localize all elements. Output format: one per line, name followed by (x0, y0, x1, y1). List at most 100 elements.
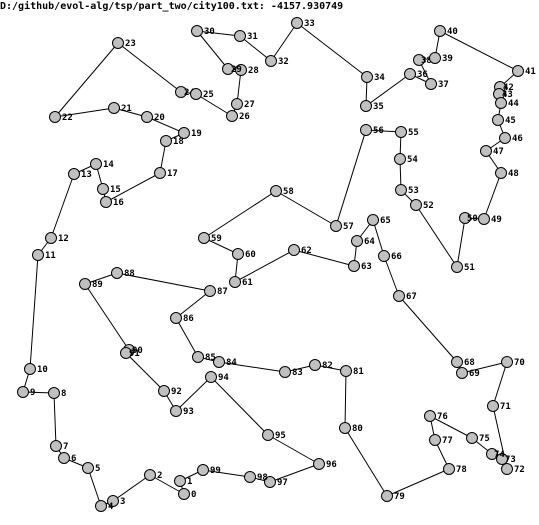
city-node-62 (288, 244, 300, 256)
city-node-96 (313, 458, 325, 470)
city-node-48 (495, 167, 507, 179)
city-label-45: 45 (505, 116, 516, 126)
tour-edge (87, 467, 102, 507)
city-label-10: 10 (37, 365, 48, 375)
tour-edge (196, 30, 229, 70)
city-node-63 (348, 260, 360, 272)
city-node-24 (175, 86, 187, 98)
city-label-12: 12 (58, 234, 69, 244)
city-label-83: 83 (292, 368, 303, 378)
city-node-70 (501, 356, 513, 368)
city-node-51 (451, 261, 463, 273)
city-node-86 (170, 312, 182, 324)
city-label-56: 56 (373, 126, 384, 136)
tour-edge (372, 219, 385, 257)
tour-edge (429, 415, 473, 439)
city-label-23: 23 (125, 39, 136, 49)
city-label-87: 87 (217, 287, 228, 297)
city-node-35 (360, 100, 372, 112)
tour-edge (344, 370, 347, 429)
city-label-60: 60 (245, 250, 256, 260)
tour-edge (365, 73, 411, 107)
city-label-2: 2 (157, 471, 162, 481)
city-node-7 (50, 440, 62, 452)
city-label-52: 52 (423, 201, 434, 211)
tour-edge (203, 190, 277, 239)
tour-edge (175, 376, 212, 412)
tour-edge (125, 352, 165, 392)
city-node-87 (204, 285, 216, 297)
tour-edge (461, 361, 508, 374)
city-label-17: 17 (167, 169, 178, 179)
city-label-21: 21 (121, 104, 132, 114)
city-node-25 (190, 88, 202, 100)
city-node-5 (82, 462, 94, 474)
city-node-94 (205, 371, 217, 383)
city-node-31 (234, 30, 246, 42)
city-label-89: 89 (92, 280, 103, 290)
city-label-14: 14 (103, 160, 114, 170)
city-label-79: 79 (394, 492, 405, 502)
city-node-41 (512, 65, 524, 77)
city-label-85: 85 (205, 353, 216, 363)
city-node-61 (229, 276, 241, 288)
city-node-8 (48, 387, 60, 399)
city-nodes: 0123456789101112131415161718192021222324… (17, 17, 536, 512)
city-label-66: 66 (391, 252, 402, 262)
city-node-1 (174, 475, 186, 487)
city-node-64 (351, 235, 363, 247)
city-label-92: 92 (171, 387, 182, 397)
tour-edge (53, 392, 57, 447)
city-label-70: 70 (514, 358, 525, 368)
tour-edge (296, 22, 368, 78)
city-label-5: 5 (95, 464, 100, 474)
city-label-30: 30 (204, 27, 215, 37)
tour-edge (383, 255, 400, 297)
tour-edge (54, 42, 119, 118)
city-label-84: 84 (226, 358, 237, 368)
city-node-37 (425, 78, 437, 90)
city-label-57: 57 (343, 222, 354, 232)
city-node-79 (381, 490, 393, 502)
city-node-21 (108, 102, 120, 114)
city-label-50: 50 (467, 214, 478, 224)
city-label-24: 24 (184, 88, 195, 98)
city-node-2 (144, 469, 156, 481)
city-label-78: 78 (456, 465, 467, 475)
tour-edge (117, 42, 182, 93)
city-label-28: 28 (248, 66, 259, 76)
city-label-90: 90 (132, 346, 143, 356)
city-node-77 (429, 434, 441, 446)
city-node-47 (480, 145, 492, 157)
city-label-19: 19 (191, 129, 202, 139)
city-label-34: 34 (374, 73, 385, 83)
city-label-93: 93 (183, 407, 194, 417)
city-label-55: 55 (408, 128, 419, 138)
city-node-13 (68, 168, 80, 180)
city-node-14 (90, 158, 102, 170)
city-label-26: 26 (239, 112, 250, 122)
tour-edge (234, 249, 295, 283)
city-node-10 (24, 363, 36, 375)
city-node-99 (197, 464, 209, 476)
city-label-49: 49 (491, 215, 502, 225)
city-label-40: 40 (447, 27, 458, 37)
city-node-92 (158, 385, 170, 397)
city-label-6: 6 (71, 454, 76, 464)
city-node-34 (361, 71, 373, 83)
tour-edge (105, 172, 161, 203)
city-node-9 (17, 386, 29, 398)
tour-edge (54, 107, 115, 118)
city-node-74 (486, 448, 498, 460)
city-node-22 (49, 111, 61, 123)
city-node-72 (501, 463, 513, 475)
city-label-94: 94 (218, 373, 229, 383)
city-label-64: 64 (364, 237, 375, 247)
tour-edge (112, 474, 151, 502)
city-label-67: 67 (406, 292, 417, 302)
city-node-27 (231, 98, 243, 110)
city-node-17 (154, 167, 166, 179)
city-label-27: 27 (244, 100, 255, 110)
city-node-39 (429, 52, 441, 64)
tour-edge (335, 129, 367, 227)
